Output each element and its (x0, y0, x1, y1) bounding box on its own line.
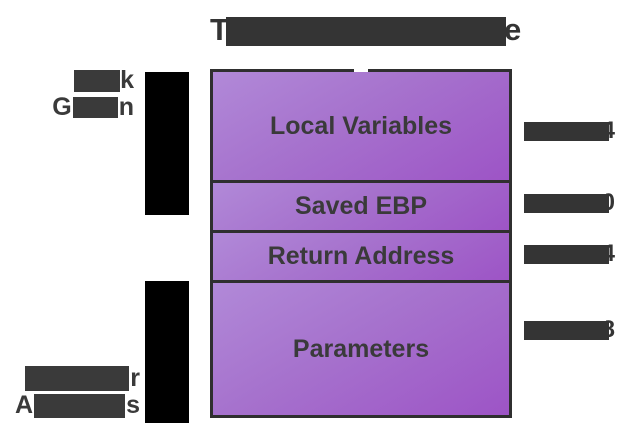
address-marker-return-address: 4 (524, 243, 615, 265)
top-border-gap (354, 68, 368, 72)
label-fragment: r (130, 364, 140, 392)
stack-section-saved-ebp: Saved EBP (213, 180, 509, 230)
address-fragment: 8 (606, 319, 615, 341)
address-fragment: 4 (606, 120, 615, 142)
address-marker-parameters: 8 (524, 319, 615, 341)
section-label: Local Variables (269, 111, 453, 140)
label-fragment: A (15, 391, 34, 419)
stack-section-parameters: Parameters (213, 280, 509, 415)
stack-frame-box: Local Variables Saved EBP Return Address… (210, 69, 512, 418)
address-redaction-bar (524, 244, 609, 264)
address-marker-local-variables: 4 (524, 120, 615, 142)
diagram-title-fragment-end: e (504, 12, 522, 47)
label-fragment: s (126, 391, 140, 419)
address-redaction-bar (524, 193, 609, 213)
stack-growth-arrow-bar (145, 72, 189, 215)
higher-addresses-arrow-bar (145, 281, 189, 423)
address-fragment: 4 (606, 243, 615, 265)
section-label: Saved EBP (294, 192, 427, 220)
section-label: Parameters (292, 334, 430, 363)
label-fragment: G (52, 93, 72, 121)
address-redaction-bar (524, 320, 609, 340)
section-label: Return Address (267, 242, 455, 270)
diagram-title-fragment-start: T (210, 12, 229, 47)
redaction-blob (74, 69, 121, 92)
address-marker-saved-ebp: 0 (524, 192, 615, 214)
label-fragment: k (120, 66, 134, 94)
stack-growth-label-line1: k (74, 68, 134, 93)
stack-growth-label-line2: G n (52, 95, 134, 120)
redaction-blob (25, 366, 130, 391)
label-fragment: n (118, 93, 134, 121)
address-fragment: 0 (606, 192, 615, 214)
higher-addresses-label: r A s (13, 366, 140, 418)
higher-addresses-label-line2: A s (15, 393, 140, 418)
stack-section-return-address: Return Address (213, 230, 509, 280)
redaction-blob (34, 393, 126, 418)
higher-addresses-label-line1: r (25, 366, 140, 391)
title-redaction-bar (226, 17, 506, 46)
stack-growth-label: k G n (52, 68, 134, 120)
address-redaction-bar (524, 121, 609, 141)
redaction-blob (72, 97, 118, 118)
stack-section-local-variables: Local Variables (213, 72, 509, 180)
